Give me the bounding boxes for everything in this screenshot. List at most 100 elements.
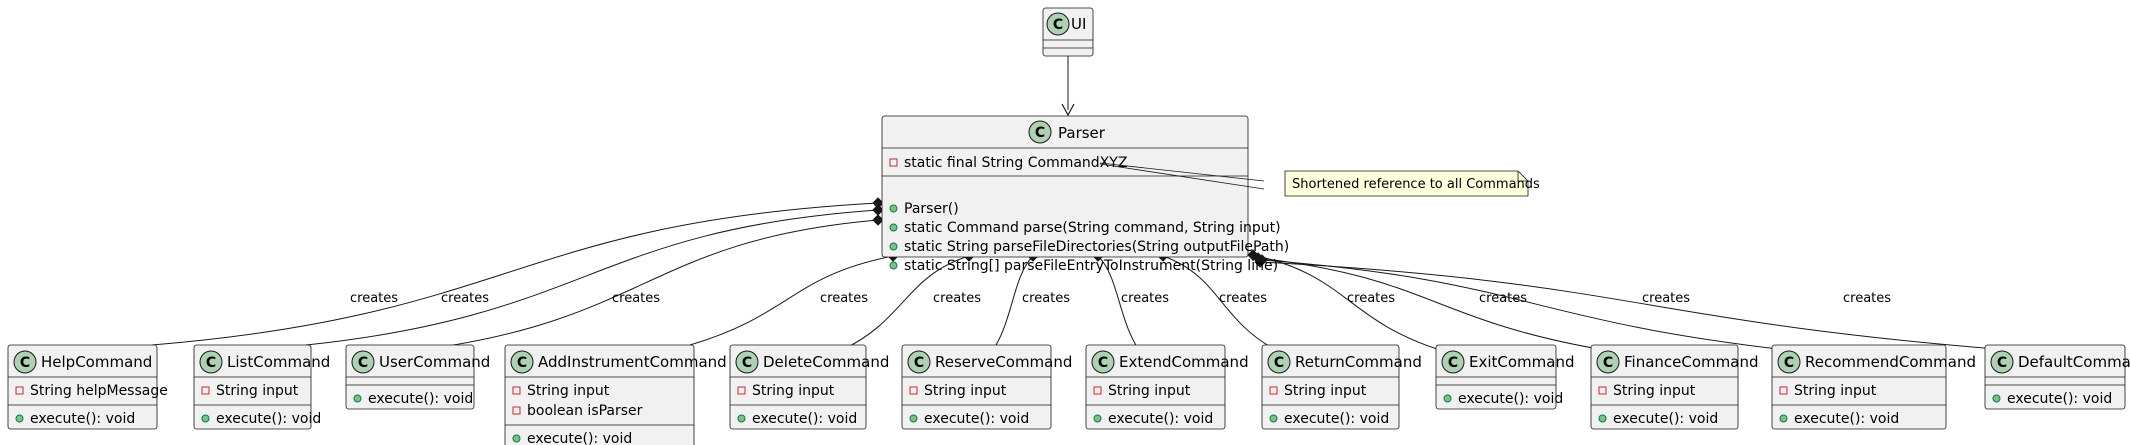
class-member: execute(): void [368, 391, 473, 407]
class-member: execute(): void [752, 411, 857, 427]
class-letter: C [1997, 355, 2007, 371]
class-member: execute(): void [527, 431, 632, 445]
class-name: Parser [1058, 124, 1106, 142]
class-box [7, 344, 158, 430]
public-visibility-icon [889, 223, 898, 232]
class-name: UI [1071, 15, 1086, 33]
class-box [729, 344, 867, 430]
class-name: FinanceCommand [1624, 353, 1758, 371]
class-box [1590, 344, 1739, 430]
creates-edge [1162, 255, 1277, 351]
class-member: static String parseFileDirectories(Strin… [904, 239, 1289, 255]
edge-label: creates [820, 291, 868, 306]
class-exitcommand: C ExitCommand execute(): void [1435, 344, 1575, 410]
creates-edge [305, 209, 879, 346]
edge-label: creates [1219, 291, 1267, 306]
public-visibility-icon [15, 414, 24, 423]
note-text: Shortened reference to all Commands [1292, 177, 1540, 192]
class-box [504, 344, 695, 445]
class-letter: C [20, 355, 30, 371]
class-name: ExtendCommand [1119, 353, 1249, 371]
class-box [901, 344, 1052, 430]
class-letter: C [358, 355, 368, 371]
edge-label: creates [933, 291, 981, 306]
class-name: HelpCommand [41, 353, 152, 371]
class-name: AddInstrumentCommand [538, 353, 727, 371]
creates-edge [1261, 259, 1788, 351]
edge-label: creates [1843, 291, 1891, 306]
class-c-icon [351, 350, 375, 374]
class-member: String input [216, 383, 299, 399]
public-visibility-icon [353, 394, 362, 403]
class-member: execute(): void [1458, 391, 1563, 407]
class-defaultcommand: CDefaultCommandexecute(): void [1984, 344, 2130, 410]
class-member: execute(): void [924, 411, 1029, 427]
class-c-icon [1441, 350, 1465, 374]
private-visibility-icon [15, 386, 24, 395]
note-box [1284, 170, 1529, 197]
class-name: ReturnCommand [1295, 353, 1422, 371]
composition-diamond-icon [1254, 256, 1266, 268]
public-visibility-icon [889, 242, 898, 251]
edge-label: creates [1642, 291, 1690, 306]
creates-edge [151, 202, 879, 346]
note: Shortened reference to all Commands [1099, 162, 1540, 197]
creates-edge [1097, 255, 1140, 351]
public-visibility-icon [737, 414, 746, 423]
class-c-icon [1028, 120, 1052, 144]
class-letter: C [742, 355, 752, 371]
private-visibility-icon [512, 406, 521, 415]
class-member: String input [1613, 383, 1696, 399]
class-name: ExitCommand [1469, 353, 1575, 371]
class-member: execute(): void [1284, 411, 1389, 427]
class-member: String input [752, 383, 835, 399]
class-member: String input [1284, 383, 1367, 399]
class-letter: C [206, 355, 216, 371]
class-member: Parser() [904, 201, 959, 217]
note-fold-icon [1517, 171, 1528, 182]
composition-diamond-icon [872, 204, 884, 216]
class-letter: C [1098, 355, 1108, 371]
public-visibility-icon [1598, 414, 1607, 423]
private-visibility-icon [737, 386, 746, 395]
arrow-head-icon [1061, 103, 1075, 117]
class-letter: C [1784, 355, 1794, 371]
class-member: static String[] parseFileEntryToInstrume… [904, 258, 1278, 274]
public-visibility-icon [201, 414, 210, 423]
class-letter: C [1603, 355, 1613, 371]
public-visibility-icon [1779, 414, 1788, 423]
class-c-icon [13, 350, 37, 374]
note-connector [1099, 162, 1265, 182]
class-c-icon [199, 350, 223, 374]
public-visibility-icon [1992, 394, 2001, 403]
class-member: String input [527, 383, 610, 399]
private-visibility-icon [201, 386, 210, 395]
class-box [193, 344, 312, 430]
composition-diamond-icon [872, 214, 884, 226]
class-name: DeleteCommand [763, 353, 889, 371]
creates-edge [689, 255, 894, 346]
private-visibility-icon [512, 386, 521, 395]
class-member: execute(): void [1794, 411, 1899, 427]
private-visibility-icon [1779, 386, 1788, 395]
class-box [1085, 344, 1226, 430]
class-c-icon [1596, 350, 1620, 374]
class-member: execute(): void [216, 411, 321, 427]
class-letter: C [1448, 355, 1458, 371]
public-visibility-icon [909, 414, 918, 423]
creates-edge [1259, 261, 2009, 351]
public-visibility-icon [889, 261, 898, 270]
creates-edge [841, 255, 970, 351]
public-visibility-icon [1443, 394, 1452, 403]
class-member: execute(): void [2007, 391, 2112, 407]
class-name: RecommendCommand [1805, 353, 1976, 371]
edge-label: creates [1479, 291, 1527, 306]
class-c-icon [907, 350, 931, 374]
creates-edge [1257, 257, 1605, 351]
